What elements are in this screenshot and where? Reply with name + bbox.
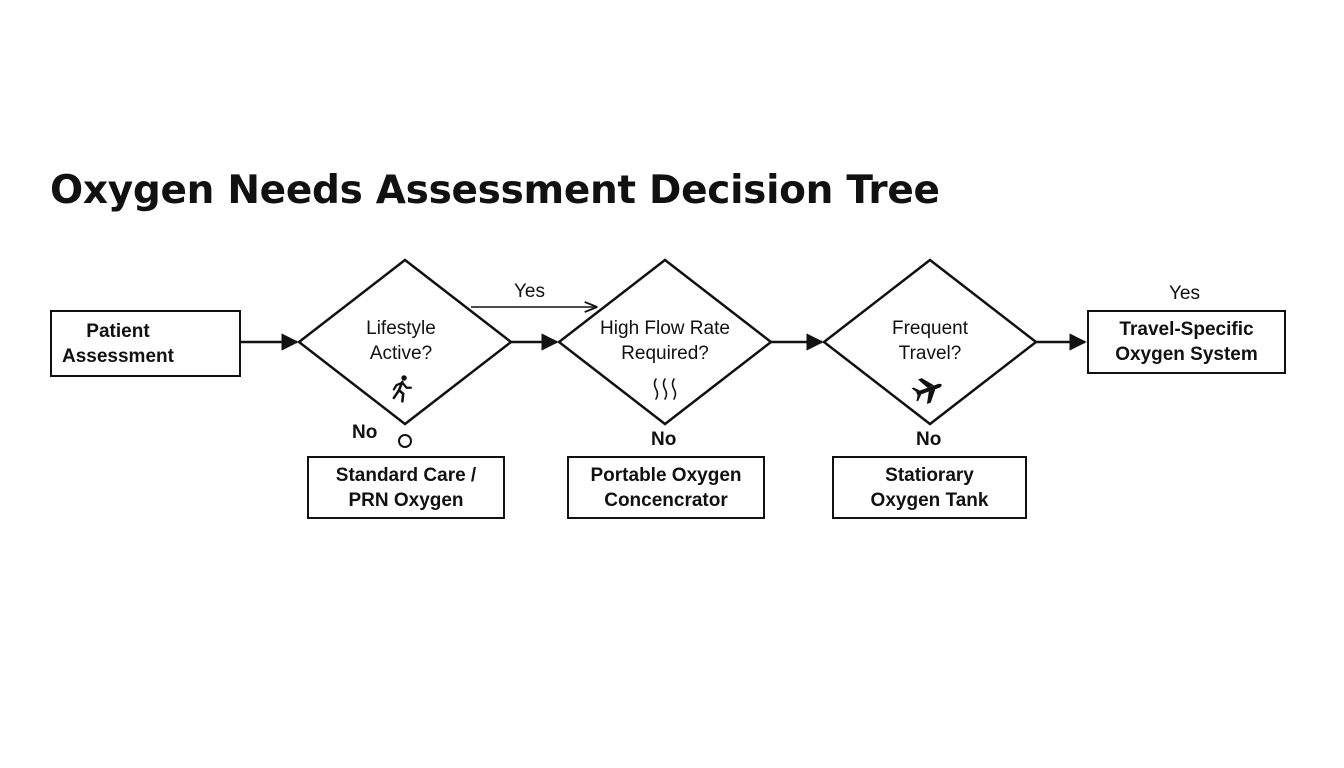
- stationary-tank-node: Statiorary Oxygen Tank: [832, 456, 1027, 519]
- patient-assessment-label: Patient Assessment: [62, 320, 174, 367]
- edge-label-yes-right: Yes: [1169, 283, 1200, 304]
- edge-label-no-lifestyle: No: [352, 422, 378, 443]
- travel-specific-label: Travel-Specific Oxygen System: [1115, 319, 1258, 365]
- lifestyle-active-label: Lifestyle Active?: [366, 318, 436, 364]
- lifestyle-active-diamond: [296, 258, 514, 426]
- portable-concentrator-node: Portable Oxygen Concencrator: [567, 456, 765, 519]
- airflow-waves-icon: [653, 378, 677, 400]
- no-connector-circle: [398, 434, 412, 448]
- frequent-travel-diamond: [821, 258, 1039, 426]
- stationary-tank-label: Statiorary Oxygen Tank: [870, 464, 989, 511]
- high-flow-rate-label: High Flow Rate Required?: [600, 318, 730, 364]
- page-title: Oxygen Needs Assessment Decision Tree: [50, 168, 940, 213]
- edge-label-yes-top: Yes: [514, 281, 545, 302]
- high-flow-rate-diamond: [556, 258, 774, 426]
- patient-assessment-node: Patient Assessment: [50, 310, 241, 377]
- edge-label-no-flow: No: [651, 429, 677, 450]
- standard-care-node: Standard Care / PRN Oxygen: [307, 456, 505, 519]
- travel-specific-system-node: Travel-Specific Oxygen System: [1087, 310, 1286, 374]
- frequent-travel-label: Frequent Travel?: [891, 318, 969, 364]
- edge-label-no-travel: No: [916, 429, 942, 450]
- airplane-icon: [911, 378, 942, 404]
- running-person-icon: [392, 375, 412, 403]
- portable-concentrator-label: Portable Oxygen Concencrator: [590, 464, 742, 511]
- standard-care-label: Standard Care / PRN Oxygen: [335, 464, 477, 511]
